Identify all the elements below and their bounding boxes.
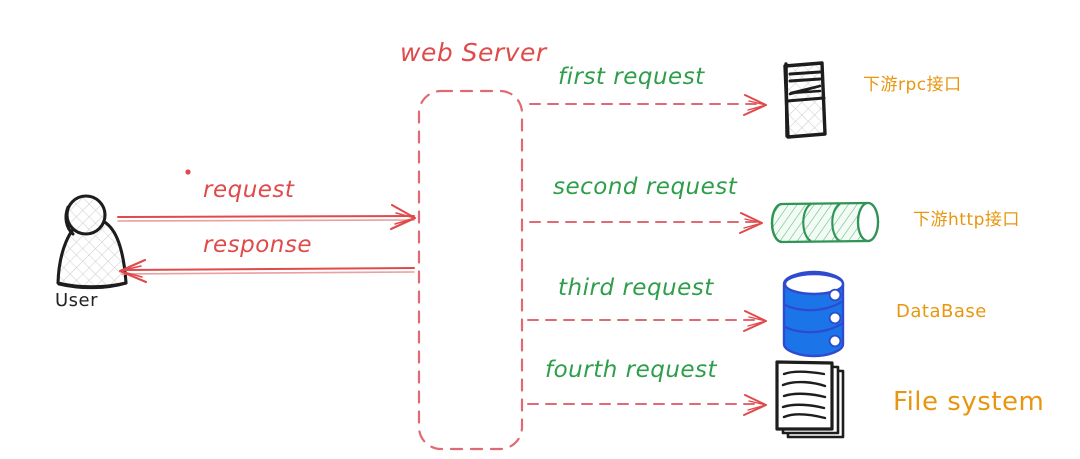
request-label-second: second request xyxy=(553,174,738,200)
target-label-database: DataBase xyxy=(896,301,987,322)
accent-dot xyxy=(185,169,191,175)
request-label-first: first request xyxy=(558,64,705,90)
server-rack-icon xyxy=(783,61,827,139)
page-title: web Server xyxy=(400,38,547,67)
database-icon xyxy=(782,270,845,358)
target-label-http: 下游http接口 xyxy=(913,210,1020,230)
request-label-fourth: fourth request xyxy=(545,357,718,383)
target-label-rpc: 下游rpc接口 xyxy=(863,75,962,95)
flow-label-response: response xyxy=(203,232,312,258)
web-server-box xyxy=(417,89,524,451)
arrow-fourth-request xyxy=(527,394,767,416)
arrow-response xyxy=(118,258,415,284)
arrow-request xyxy=(117,203,417,231)
pipe-cylinder-icon xyxy=(770,201,880,244)
target-label-file-system: File system xyxy=(893,387,1045,417)
user-person-icon xyxy=(56,194,128,290)
actor-label-user: User xyxy=(55,290,99,311)
arrow-third-request xyxy=(527,310,767,332)
arrow-first-request xyxy=(529,94,767,116)
documents-stack-icon xyxy=(775,360,845,439)
flow-label-request: request xyxy=(203,177,295,203)
request-label-third: third request xyxy=(558,275,714,301)
arrow-second-request xyxy=(529,212,763,234)
